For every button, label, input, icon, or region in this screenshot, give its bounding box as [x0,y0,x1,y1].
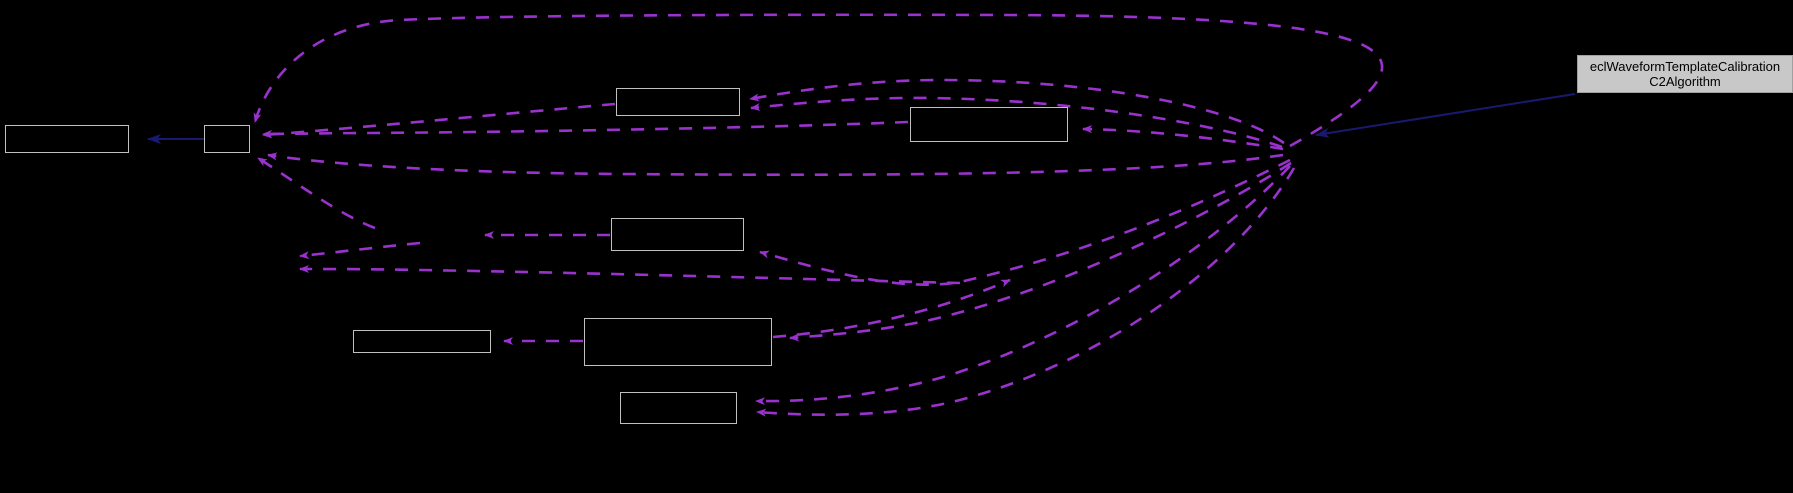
graph-node-main-eclwaveformtemplatecalibrationc2algorithm[interactable]: eclWaveformTemplateCalibration C2Algorit… [1577,55,1793,93]
edge-usage-stub-upper [299,241,421,260]
graph-node-n6[interactable] [584,318,772,366]
edge-usage-hub-n1-top [253,13,1384,148]
graph-node-n7[interactable] [620,392,737,424]
edge-usage-hub-n4 [759,158,1291,286]
graph-node-n4[interactable] [611,218,744,251]
edge-usage-hub-n7-upper [755,165,1291,406]
graph-node-n2[interactable] [616,88,740,116]
edge-inheritance-main-hub [1315,93,1576,138]
edge-usage-stub-lower [299,265,961,285]
edge-usage-hub-n7-lower [756,167,1296,417]
graph-node-n5[interactable] [353,330,491,353]
graph-node-n1[interactable] [204,125,250,153]
graph-node-n0[interactable] [5,125,129,153]
edge-usage-n6-hub [772,278,1011,339]
edge-usage-n1-diagonal-a [257,156,376,230]
edge-usage-hub-n3 [1082,125,1284,151]
graph-node-n3[interactable] [910,107,1068,142]
edge-usage-hub-n6 [789,161,1292,342]
graph-node-label: eclWaveformTemplateCalibration C2Algorit… [1589,59,1781,89]
edge-usage-n3-n1 [262,120,909,138]
edge-usage-n2-n1 [262,102,616,139]
edge-usage-hub-n1-lower [267,152,1284,177]
